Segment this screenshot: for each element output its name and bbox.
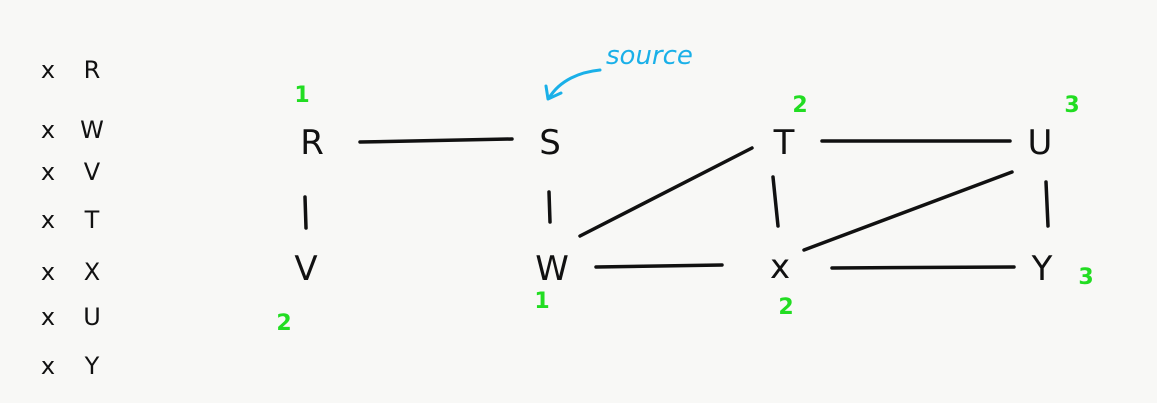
visited-node-t: T	[84, 206, 100, 234]
visited-check-mark: x	[41, 303, 55, 331]
edge-w-t	[578, 146, 754, 238]
visited-check-mark: x	[41, 158, 55, 186]
distance-label-v: 2	[276, 311, 291, 336]
edge-x-u	[802, 170, 1014, 252]
node-s: S	[539, 123, 561, 163]
edge-t-x	[771, 175, 780, 228]
edges-layer	[303, 137, 1050, 270]
edge-r-v	[303, 195, 308, 230]
distance-label-u: 3	[1064, 93, 1079, 118]
visited-check-mark: x	[41, 206, 55, 234]
distance-label-y: 3	[1078, 265, 1093, 290]
node-v: V	[294, 249, 317, 289]
visited-check-mark: x	[41, 56, 55, 84]
node-r: R	[300, 123, 324, 163]
visited-node-w: W	[80, 116, 104, 144]
node-u: U	[1028, 123, 1053, 163]
visited-node-r: R	[84, 56, 101, 84]
node-y: Y	[1031, 249, 1053, 289]
distance-label-w: 1	[534, 289, 549, 314]
distance-label-t: 2	[792, 93, 807, 118]
visited-node-u: U	[83, 303, 101, 331]
distance-label-r: 1	[294, 83, 309, 108]
distance-label-x: 2	[778, 295, 793, 320]
edge-r-s	[358, 137, 514, 144]
visited-check-mark: x	[41, 258, 55, 286]
edge-x-y	[830, 265, 1016, 270]
visited-node-x: X	[84, 258, 100, 286]
edge-u-y	[1044, 180, 1050, 228]
source-arrowhead	[544, 84, 563, 101]
source-label: source	[606, 41, 693, 71]
edge-w-x	[594, 263, 724, 269]
visited-node-v: V	[84, 158, 101, 186]
node-t: T	[773, 123, 795, 163]
node-x: x	[770, 247, 790, 287]
visited-check-mark: x	[41, 116, 55, 144]
node-w: W	[535, 249, 569, 289]
visited-check-mark: x	[41, 352, 55, 380]
source-arrow	[547, 68, 602, 100]
source-annotation: source	[544, 41, 693, 101]
visited-node-y: Y	[84, 352, 100, 380]
edge-s-w	[547, 190, 552, 224]
